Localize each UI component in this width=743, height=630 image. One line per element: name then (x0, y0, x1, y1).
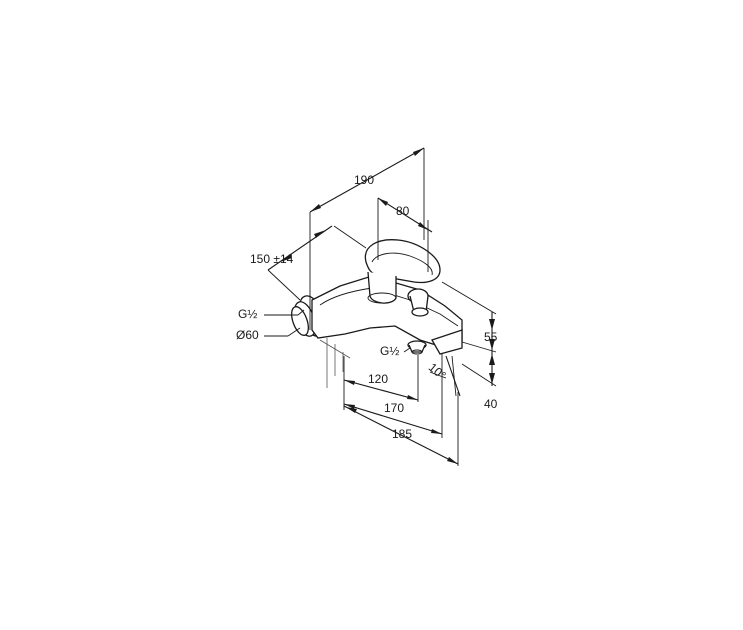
dim-label-190: 190 (354, 173, 374, 187)
dim-label-80: 80 (396, 204, 410, 218)
dim-label-170: 170 (384, 401, 404, 415)
dim-label-150: 150 ±14 (250, 252, 294, 266)
dim-150 (267, 225, 367, 301)
dim-spout-thread-leader (403, 347, 411, 353)
dim-angle (429, 355, 461, 397)
dim-120 (343, 355, 419, 408)
lever-handle (364, 239, 441, 304)
mixer-body (311, 275, 463, 355)
dim-label-120: 120 (368, 372, 388, 386)
dim-label-55: 55 (484, 330, 498, 344)
dim-190 (309, 147, 425, 330)
dim-vertical (441, 281, 497, 387)
outlet-thread (407, 340, 427, 355)
dim-label-rosette: Ø60 (236, 328, 259, 342)
dim-170 (343, 354, 443, 438)
dim-label-185: 185 (392, 427, 412, 441)
wall-hatching (319, 338, 351, 388)
dim-label-spout-thread: G½ (380, 344, 399, 358)
dim-label-inlet-thread: G½ (238, 307, 257, 321)
dim-80 (377, 197, 433, 272)
dim-inlet-leader (264, 309, 305, 316)
dim-label-40: 40 (484, 397, 498, 411)
dim-185 (343, 392, 459, 466)
dim-label-angle: 10° (426, 360, 449, 383)
dim-rosette-leader (264, 327, 301, 337)
